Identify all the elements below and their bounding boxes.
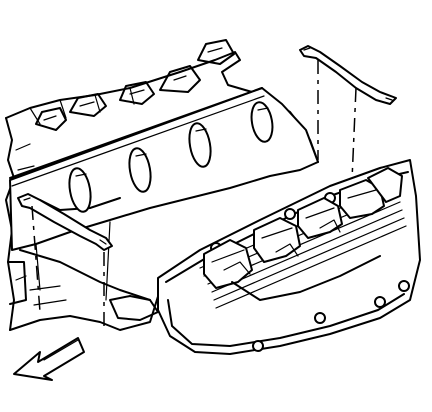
cylinder-head — [9, 87, 319, 301]
heat-shield-bracket-right — [299, 45, 397, 181]
direction-arrow — [13, 337, 85, 381]
valve-cover-bolts — [210, 192, 410, 352]
ignition-coil-pack — [203, 167, 403, 301]
heat-shield-bracket-left — [17, 193, 113, 330]
